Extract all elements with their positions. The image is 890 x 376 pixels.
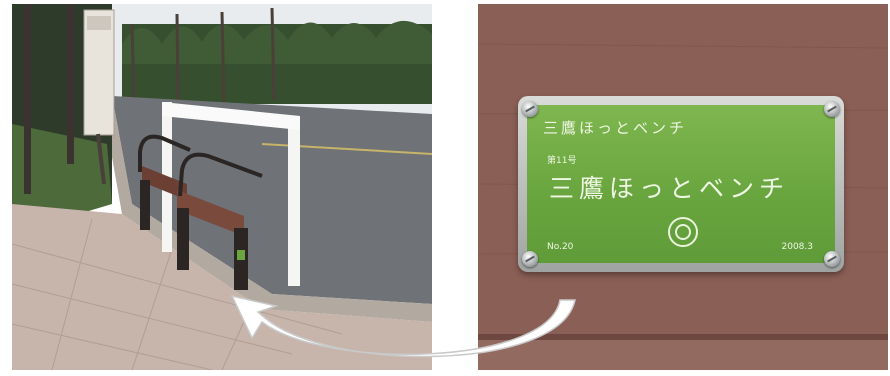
screw-icon (824, 101, 840, 117)
city-emblem-icon (668, 217, 698, 247)
screw-icon (522, 101, 538, 117)
nameplate-number: 第11号 (547, 156, 577, 166)
nameplate-code: No.20 (547, 242, 574, 252)
bench-photo (12, 4, 432, 370)
screw-icon (522, 251, 538, 267)
plaque-photo: 三鷹ほっとベンチ 第11号 三鷹ほっとベンチ No.20 2008.3 (478, 4, 888, 370)
screw-icon (824, 251, 840, 267)
nameplate-title-small: 三鷹ほっとベンチ (543, 119, 688, 137)
bench-nameplate: 三鷹ほっとベンチ 第11号 三鷹ほっとベンチ No.20 2008.3 (518, 96, 844, 272)
nameplate-face: 三鷹ほっとベンチ 第11号 三鷹ほっとベンチ No.20 2008.3 (527, 105, 835, 263)
bench-scene-illustration (12, 4, 432, 370)
nameplate-date: 2008.3 (781, 242, 814, 252)
nameplate-title-large: 三鷹ほっとベンチ (549, 174, 790, 203)
